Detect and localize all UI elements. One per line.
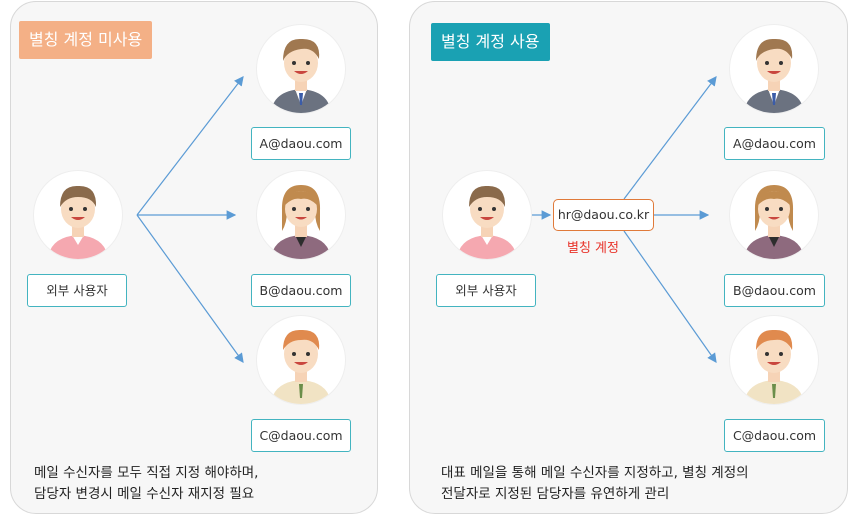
recipient-b-avatar-right-icon [730, 171, 818, 259]
sender-avatar-icon [34, 171, 122, 259]
recipient-a-avatar-icon [257, 25, 345, 113]
description-left: 메일 수신자를 모두 직접 지정 해야하며, 담당자 변경시 메일 수신자 재지… [34, 463, 258, 505]
recipient-c-avatar-icon [257, 316, 345, 404]
badge-alias-used: 별칭 계정 사용 [431, 23, 550, 61]
recipient-c-avatar-right-icon [730, 316, 818, 404]
sender-avatar-right-icon [443, 171, 531, 259]
recipient-b-avatar-icon [257, 171, 345, 259]
alias-address-box: hr@daou.co.kr [553, 199, 654, 231]
recipient-a-avatar-right-icon [730, 25, 818, 113]
recipient-a-address-right: A@daou.com [724, 127, 825, 160]
recipient-c-address-right: C@daou.com [724, 419, 825, 452]
sender-label-right: 외부 사용자 [436, 274, 536, 307]
description-right: 대표 메일을 통해 메일 수신자를 지정하고, 별칭 계정의 전달자로 지정된 … [441, 463, 749, 505]
arrow-alias-to-a [623, 76, 717, 200]
description-left-line1: 메일 수신자를 모두 직접 지정 해야하며, [34, 465, 259, 481]
badge-alias-unused: 별칭 계정 미사용 [19, 21, 153, 59]
arrow-alias-to-c [623, 230, 717, 363]
recipient-b-address-right: B@daou.com [724, 274, 825, 307]
alias-caption: 별칭 계정 [567, 241, 619, 256]
description-right-line1: 대표 메일을 통해 메일 수신자를 지정하고, 별칭 계정의 [441, 465, 749, 481]
recipient-c-address-left: C@daou.com [251, 419, 351, 452]
arrow-left-to-c [136, 214, 244, 363]
description-right-line2: 전달자로 지정된 담당자를 유연하게 관리 [441, 486, 670, 502]
sender-label-left: 외부 사용자 [27, 274, 127, 307]
recipient-a-address-left: A@daou.com [251, 127, 351, 160]
recipient-b-address-left: B@daou.com [251, 274, 351, 307]
description-left-line2: 담당자 변경시 메일 수신자 재지정 필요 [34, 486, 255, 502]
arrow-left-to-a [136, 76, 244, 216]
